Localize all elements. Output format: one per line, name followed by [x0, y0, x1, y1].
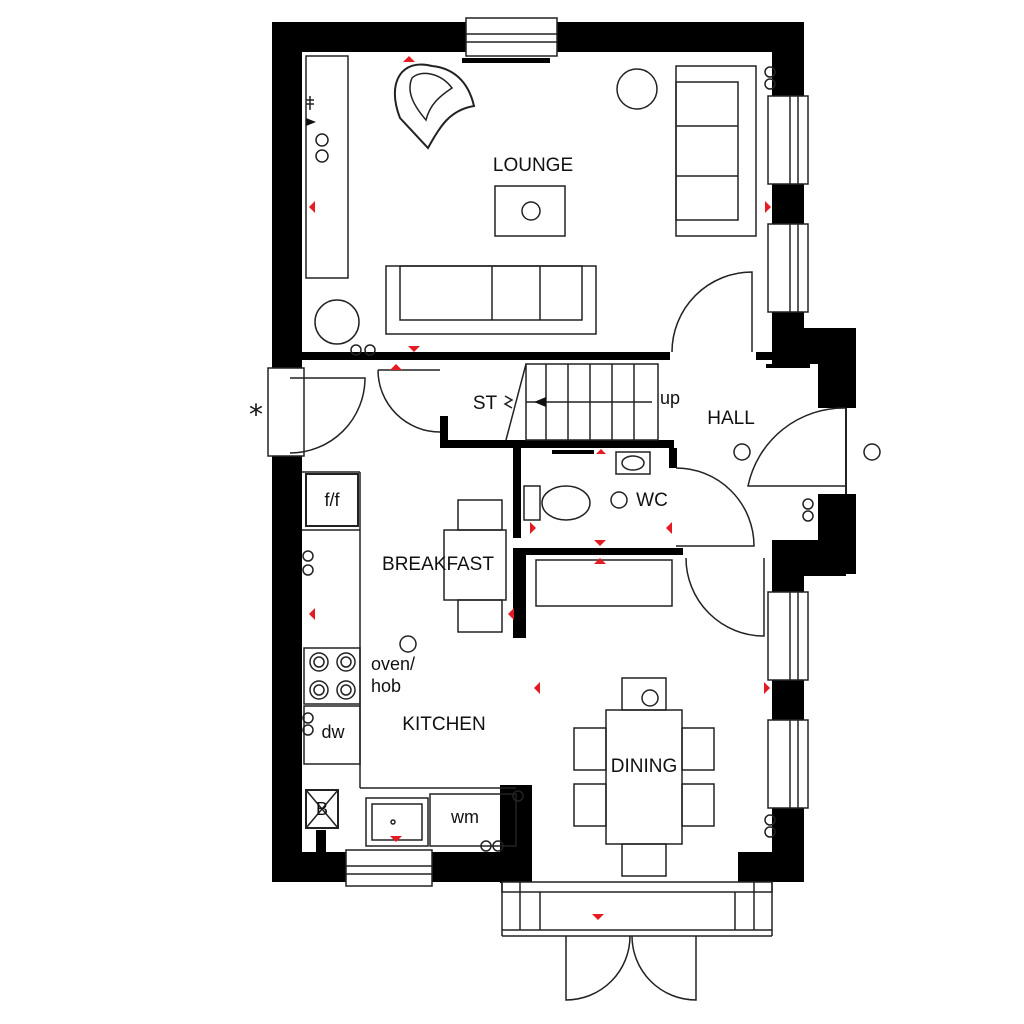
fridge-freezer-label: f/f — [324, 490, 340, 510]
oven-label-line2: hob — [371, 676, 401, 696]
room-label-kitchen: KITCHEN — [402, 714, 485, 735]
doors — [267, 271, 847, 1001]
room-label-lounge: LOUNGE — [493, 155, 573, 176]
breakfast-table — [443, 499, 673, 633]
wc-fixtures — [523, 450, 651, 521]
staircase — [503, 363, 659, 441]
windows — [345, 17, 809, 937]
room-label-wc: WC — [636, 490, 668, 511]
hall-details — [733, 364, 881, 838]
oven-label-line1: oven/ — [371, 654, 415, 674]
room-label-hall: HALL — [707, 408, 755, 429]
room-label-store: ST — [473, 393, 498, 414]
entrance-marker: * — [249, 398, 263, 431]
washing-machine-label: wm — [450, 807, 479, 827]
internal-walls — [302, 352, 774, 638]
room-label-breakfast: BREAKFAST — [382, 554, 494, 575]
electrical-markers — [309, 56, 771, 920]
dishwasher-label: dw — [321, 722, 345, 742]
lounge-furniture — [305, 55, 776, 356]
exterior-walls — [272, 22, 856, 883]
dining-table — [573, 677, 715, 877]
room-label-dining: DINING — [611, 756, 678, 777]
kitchen-fittings — [302, 471, 524, 882]
boiler-label: B — [316, 799, 328, 819]
room-labels: LOUNGE HALL ST up WC BREAKFAST KITCHEN D… — [249, 155, 755, 827]
stairs-up-label: up — [660, 388, 680, 408]
